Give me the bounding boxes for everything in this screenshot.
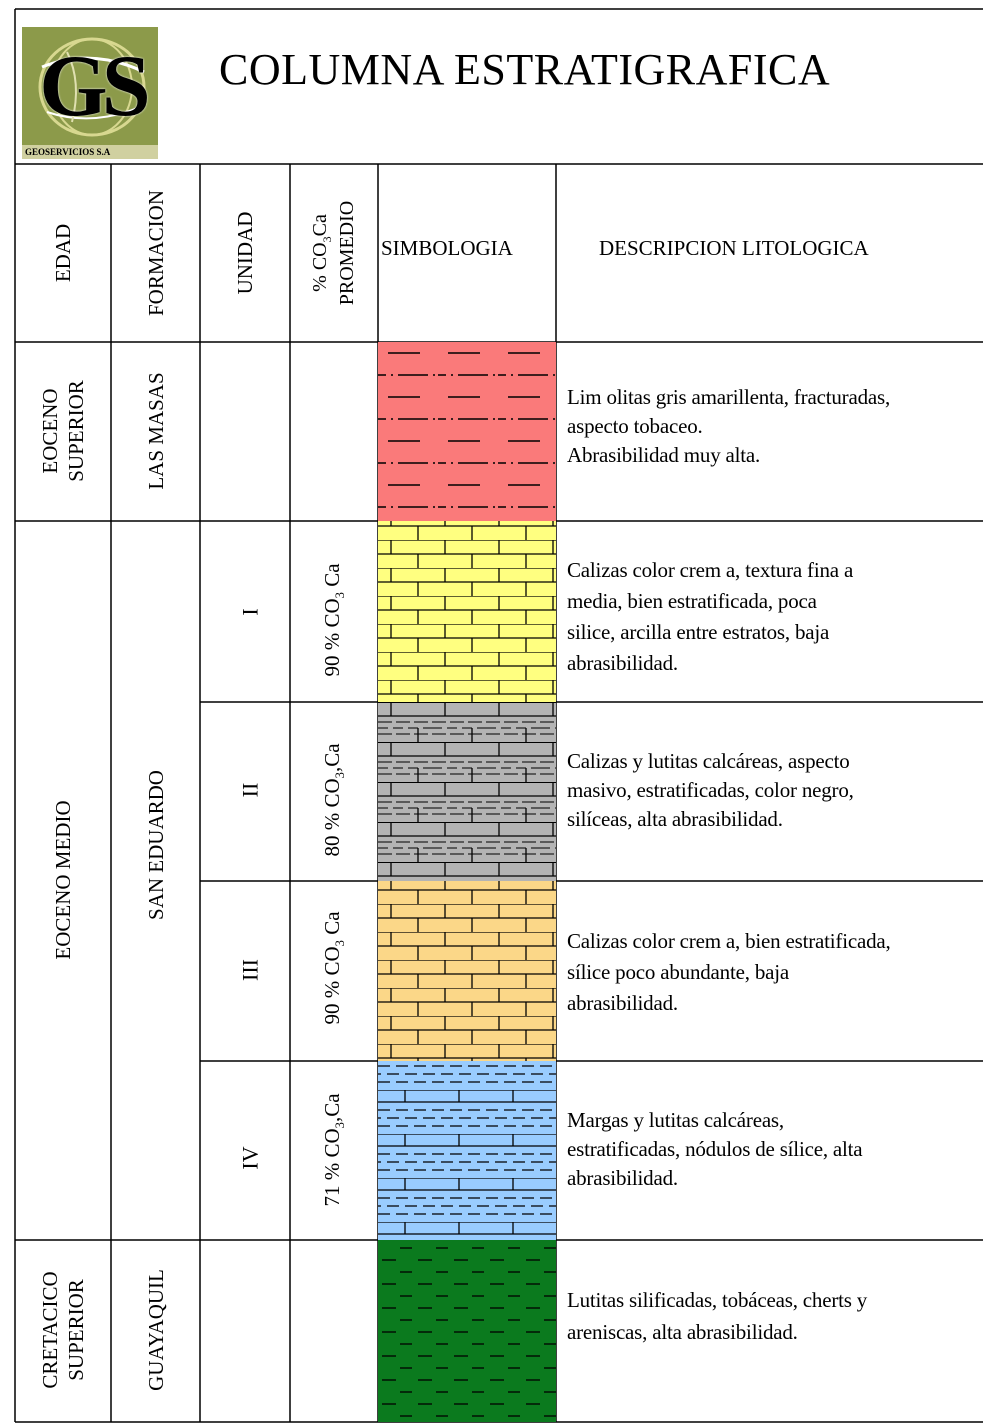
caco3-i: 90 % CO3 Ca <box>320 563 348 677</box>
unidad-ii: II <box>237 782 263 798</box>
col-header-caco3: % CO3Ca PROMEDIO <box>309 200 358 306</box>
col-header-edad: EDAD <box>50 223 75 283</box>
edad-eoceno-medio: EOCENO MEDIO <box>50 800 75 960</box>
caco3-iii: 90 % CO3 Ca <box>320 911 348 1025</box>
layer-unit-i <box>378 521 556 702</box>
layer-unit-iii <box>378 881 556 1061</box>
page-title: COLUMNA ESTRATIGRAFICA <box>219 45 831 94</box>
col-header-unidad: UNIDAD <box>232 211 257 295</box>
unidad-iii: III <box>237 959 263 981</box>
description-las-masas: Lim olitas gris amarillenta, fracturadas… <box>567 385 891 467</box>
description-unit-iv: Margas y lutitas calcáreas, estratificad… <box>567 1108 863 1190</box>
formacion-guayaquil: GUAYAQUIL <box>143 1269 168 1391</box>
col-header-simbologia: SIMBOLOGIA <box>381 236 513 260</box>
caco3-ii: 80 % CO3,Ca <box>320 743 348 857</box>
caco3-iv: 71 % CO3,Ca <box>320 1093 348 1207</box>
description-guayaquil: Lutitas silificadas, tobáceas, cherts y … <box>567 1288 868 1344</box>
formacion-las-masas: LAS MASAS <box>143 372 168 490</box>
col-header-descripcion: DESCRIPCION LITOLOGICA <box>599 236 869 260</box>
layer-unit-ii <box>378 702 556 881</box>
unidad-i: I <box>237 608 263 616</box>
description-unit-iii: Calizas color crem a, bien estratificada… <box>567 929 891 1015</box>
layer-guayaquil <box>378 1240 556 1422</box>
layer-unit-iv <box>378 1061 556 1240</box>
lithology-column <box>378 342 556 1422</box>
logo-letters: GS <box>39 38 150 135</box>
logo-caption: GEOSERVICIOS S.A <box>22 145 158 159</box>
logo: GS GEOSERVICIOS S.A <box>22 27 158 159</box>
col-header-formacion: FORMACION <box>143 189 168 317</box>
formacion-san-eduardo: SAN EDUARDO <box>143 770 168 920</box>
description-unit-ii: Calizas y lutitas calcáreas, aspecto mas… <box>567 749 854 831</box>
globe-icon <box>38 37 146 137</box>
description-unit-i: Calizas color crem a, textura fina a med… <box>567 558 854 675</box>
unidad-iv: IV <box>237 1146 263 1170</box>
layer-las-masas <box>378 342 556 521</box>
